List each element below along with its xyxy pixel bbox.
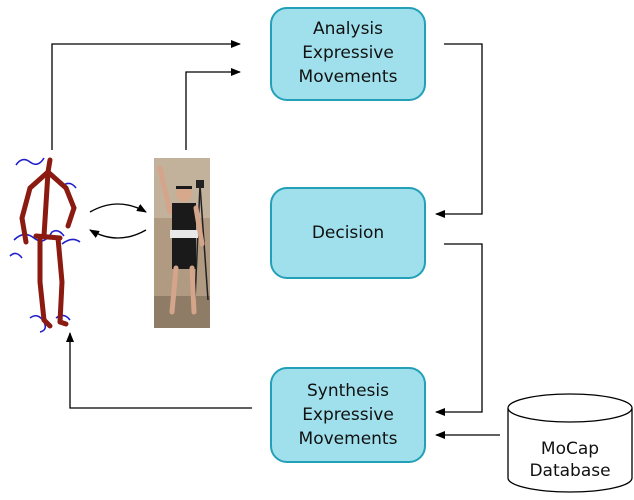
person-to-analysis-arrow <box>185 68 241 150</box>
analysis-box: Analysis Expressive Movements <box>270 7 426 101</box>
connector-arrows <box>51 40 500 439</box>
synthesis-label-line-1: Synthesis <box>307 381 389 401</box>
mocap-database: MoCap Database <box>507 393 633 493</box>
synthesis-label-line-3: Movements <box>299 429 398 449</box>
analysis-label-line-2: Expressive <box>302 43 394 63</box>
decision-box: Decision <box>270 187 426 279</box>
skeleton-to-person-curve-arrow <box>89 203 147 213</box>
decision-to-synthesis-arrow <box>435 243 483 416</box>
analysis-to-decision-arrow <box>435 43 483 218</box>
analysis-label-line-3: Movements <box>299 67 398 87</box>
person-photo-icon <box>154 158 210 328</box>
person-to-skeleton-curve-arrow <box>89 229 147 239</box>
synthesis-to-skeleton-arrow <box>66 332 252 409</box>
synthesis-label-line-2: Expressive <box>302 405 394 425</box>
synthesis-box: Synthesis Expressive Movements <box>270 367 426 463</box>
database-label-line-1: MoCap <box>541 439 599 459</box>
motion-capture-skeleton-icon <box>9 157 81 333</box>
skeleton-to-analysis-arrow <box>51 40 241 150</box>
decision-label: Decision <box>312 223 384 243</box>
database-label-line-2: Database <box>529 461 610 481</box>
analysis-label-line-1: Analysis <box>313 19 383 39</box>
